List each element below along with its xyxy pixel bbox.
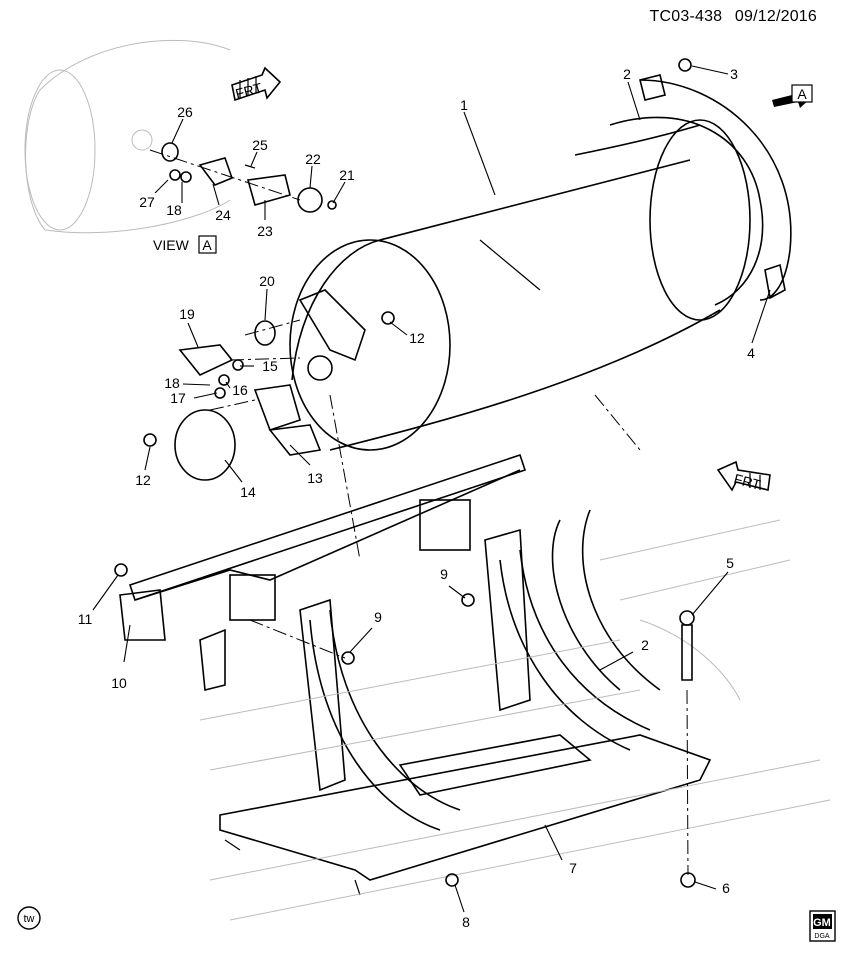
callout-26: 26 [177,104,193,120]
callout-11: 11 [78,611,93,627]
view-label: VIEW A [153,235,217,254]
callout-18b: 18 [166,202,182,218]
front-marker-2-text: FRT [732,470,763,493]
gm-logo-text: GM [813,917,831,929]
corner-mark-left-text: tw [24,913,35,925]
callout-27: 27 [139,194,155,210]
callout-7: 7 [569,860,577,876]
gm-logo-subtext: DGA [814,933,830,940]
tank-cradle [219,509,712,896]
view-label-text: VIEW [153,237,190,253]
diagram-header: TC03-438 09/12/2016 [642,8,817,26]
front-marker-1: FRT [231,66,282,102]
view-label-box-letter: A [202,237,212,253]
diagram-code: TC03-438 [649,8,723,25]
callout-19: 19 [179,306,195,322]
callout-12a: 12 [409,330,425,346]
callout-9a: 9 [440,566,448,582]
callout-20: 20 [259,273,275,289]
callout-1: 1 [460,97,468,113]
fasteners [114,58,696,888]
front-marker-2: FRT [716,460,771,493]
leader-lines [92,65,771,913]
propane-tank [289,74,792,451]
callout-3: 3 [730,66,738,82]
callout-10: 10 [111,675,127,691]
front-marker-1-text: FRT [234,79,265,102]
ghost-tank [24,39,231,234]
rail-bracket [119,453,527,692]
corner-mark-left: tw [17,906,41,930]
callout-13: 13 [307,470,323,486]
callout-5: 5 [726,555,734,571]
assembly-lines [149,149,689,876]
callout-24: 24 [215,207,231,223]
callout-8: 8 [462,914,470,930]
gm-logo: GM DGA [809,910,836,942]
callout-25: 25 [252,137,268,153]
view-a-arrow-letter: A [797,86,807,102]
callout-23: 23 [257,223,273,239]
callout-12b: 12 [135,472,151,488]
callout-2b: 2 [641,637,649,653]
callout-21: 21 [339,167,355,183]
callout-2: 2 [623,66,631,82]
callout-14: 14 [240,484,256,500]
callout-16: 16 [232,382,248,398]
callout-22: 22 [305,151,321,167]
callout-9b: 9 [374,609,382,625]
truck-bed-background [199,519,831,921]
callout-18a: 18 [164,375,180,391]
callout-6: 6 [722,880,730,896]
callout-17: 17 [170,390,186,406]
callout-4: 4 [747,345,755,361]
diagram-date: 09/12/2016 [734,8,817,25]
view-a-arrow: A [772,84,813,108]
callout-15: 15 [262,358,278,374]
callout-labels: 1 2 3 4 5 6 7 8 9 9 10 11 12 12 13 14 15… [78,66,755,930]
